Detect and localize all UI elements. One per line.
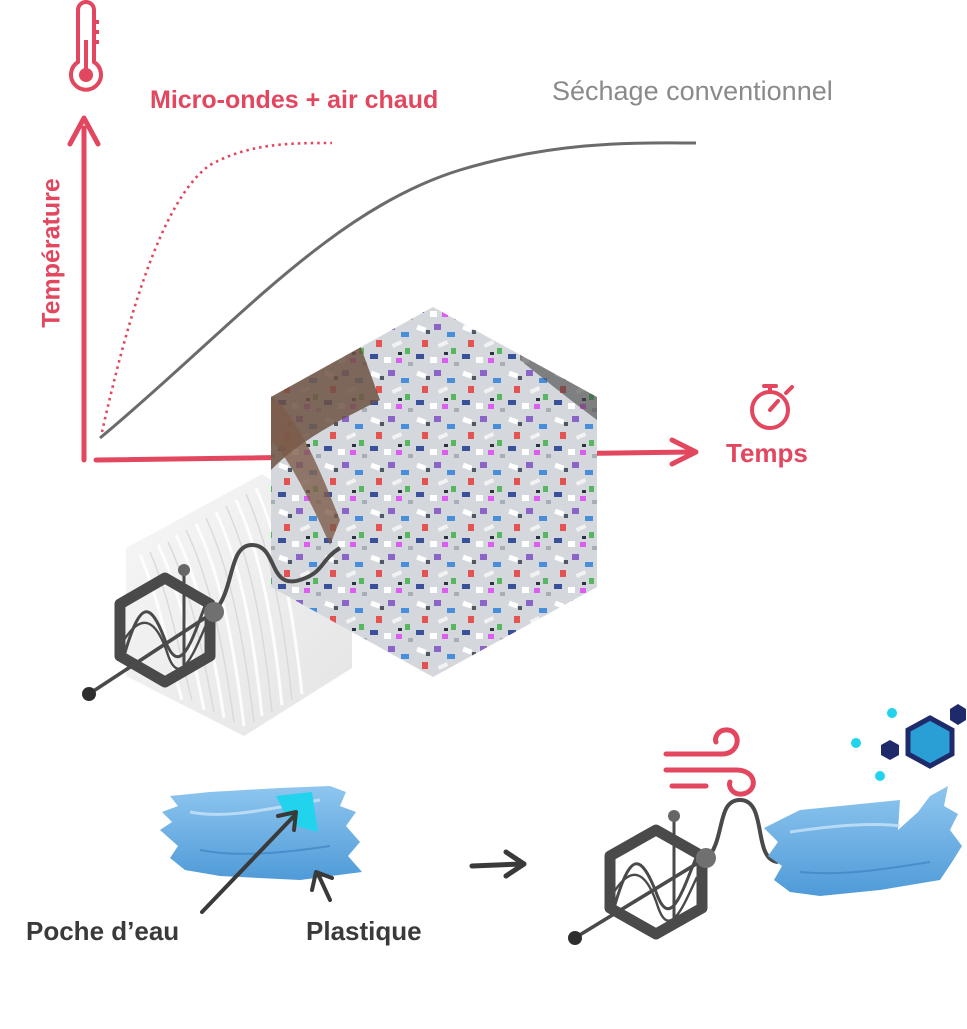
plastic-label: Plastique — [306, 916, 422, 946]
microwave-emitter-icon-right — [568, 797, 779, 945]
curve-fast-label: Micro-ondes + air chaud — [150, 86, 439, 114]
curve-microwave — [100, 141, 333, 433]
wind-icon — [663, 727, 756, 797]
microwave-emitter-icon — [82, 542, 342, 701]
y-axis-arrowhead — [67, 115, 101, 147]
thermometer-icon — [69, 0, 103, 92]
water-molecule-icon — [851, 704, 966, 781]
process-arrow — [469, 849, 527, 879]
x-axis-arrowhead — [669, 437, 699, 467]
curve-conventional-label: Séchage conventionnel — [552, 76, 833, 106]
y-axis-label: Température — [37, 178, 66, 328]
x-axis-label: Temps — [726, 438, 808, 468]
water-pocket-label: Poche d’eau — [26, 916, 180, 946]
stopwatch-icon — [750, 384, 794, 430]
curve-conventional — [99, 141, 697, 440]
plastic-bag-dry — [764, 786, 962, 896]
pointer-arrows — [200, 810, 334, 914]
plastic-bag-wet — [160, 786, 362, 880]
